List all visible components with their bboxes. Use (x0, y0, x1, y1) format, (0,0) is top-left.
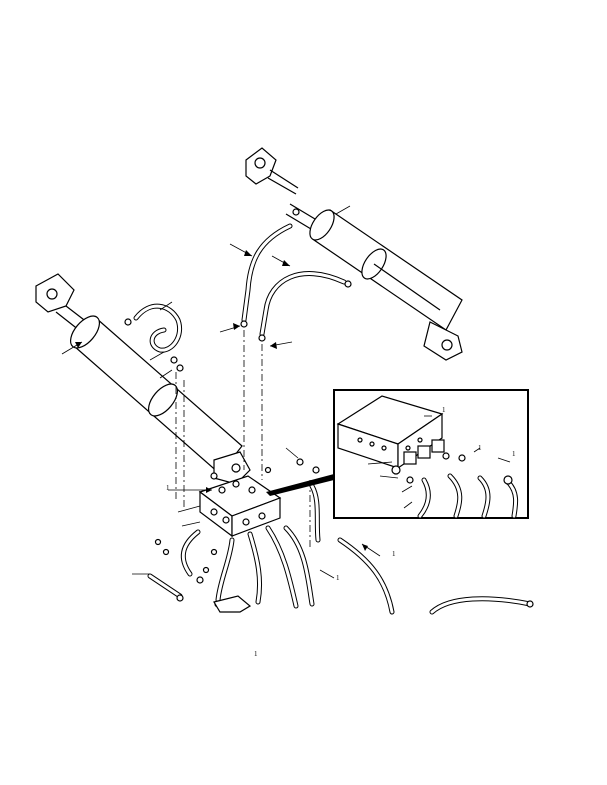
lower-hoses (147, 483, 534, 615)
detail-inset (333, 389, 529, 519)
center-lines (175, 330, 311, 550)
callout-7: 1 (254, 650, 258, 658)
callout-4: 1 (392, 550, 396, 558)
callout-3: 1 (512, 450, 516, 458)
upper-cylinder (245, 147, 463, 361)
callout-1: 1 (442, 406, 446, 414)
callout-2: 1 (478, 444, 482, 452)
arrow-icon (266, 474, 334, 496)
left-cylinder (35, 273, 251, 485)
callout-6: 1 (166, 484, 170, 492)
upper-hoses (124, 223, 352, 372)
callout-5: 1 (336, 574, 340, 582)
leader-lines (61, 205, 511, 579)
callout-labels: 1 1 1 1 1 1 1 (166, 406, 516, 658)
manifold-block (198, 458, 320, 538)
